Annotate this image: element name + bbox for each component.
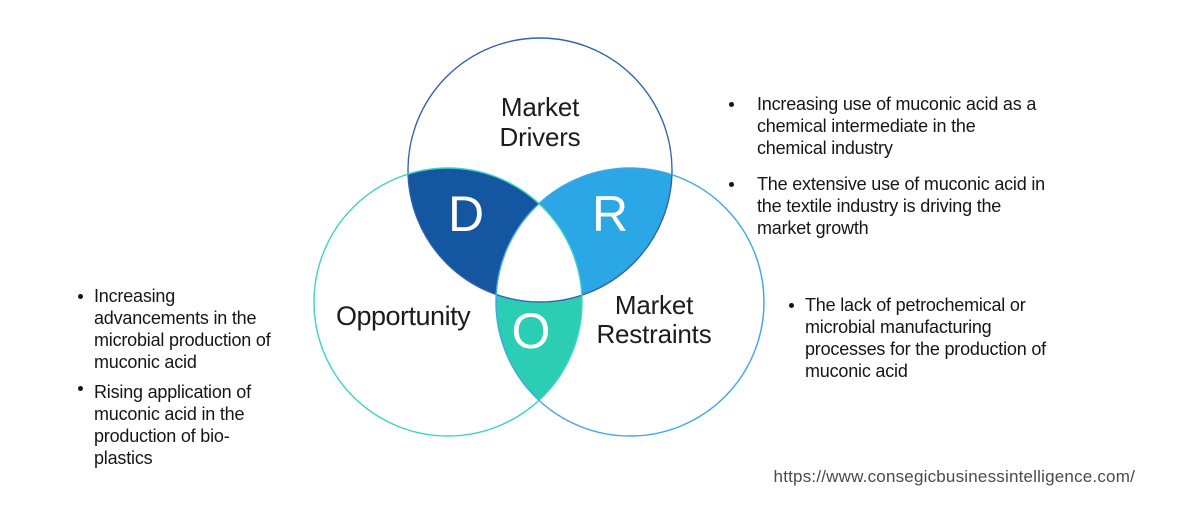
list-item: The extensive use of muconic acid in the… bbox=[729, 173, 1089, 239]
letter-r: R bbox=[591, 186, 629, 242]
circle-market-drivers-outline bbox=[407, 37, 673, 303]
restraints-bullet-list: The lack of petrochemical or microbial m… bbox=[789, 294, 1109, 382]
circle-market-restraints-outline bbox=[495, 167, 765, 437]
bullet-icon bbox=[789, 303, 794, 308]
bullet-text: The extensive use of muconic acid in the… bbox=[757, 174, 1045, 238]
label-market-restraints: Market Restraints bbox=[596, 290, 712, 349]
bullet-text: Increasing advancements in the microbial… bbox=[94, 286, 271, 372]
region-center-triple bbox=[496, 168, 582, 302]
bullet-text: Rising application of muconic acid in th… bbox=[94, 382, 251, 468]
bullet-icon bbox=[729, 182, 734, 187]
bullet-text: Increasing use of muconic acid as a chem… bbox=[757, 94, 1037, 158]
list-item: The lack of petrochemical or microbial m… bbox=[789, 294, 1109, 382]
bullet-icon bbox=[729, 102, 734, 107]
list-item: Increasing use of muconic acid as a chem… bbox=[729, 93, 1089, 159]
list-item: Increasing advancements in the microbial… bbox=[78, 285, 318, 373]
opportunity-bullet-list: Increasing advancements in the microbial… bbox=[78, 285, 318, 469]
label-opportunity: Opportunity bbox=[336, 301, 471, 331]
circle-opportunity-outline bbox=[313, 167, 583, 437]
bullet-icon bbox=[78, 294, 83, 299]
bullet-icon bbox=[78, 386, 83, 391]
list-item: Rising application of muconic acid in th… bbox=[78, 381, 318, 469]
letter-o: O bbox=[511, 303, 551, 359]
source-url-link[interactable]: https://www.consegicbusinessintelligence… bbox=[773, 467, 1135, 486]
bullet-text: The lack of petrochemical or microbial m… bbox=[805, 295, 1046, 381]
letter-d: D bbox=[447, 186, 485, 242]
drivers-bullet-list: Increasing use of muconic acid as a chem… bbox=[729, 93, 1089, 239]
label-market-drivers: Market Drivers bbox=[499, 92, 581, 152]
